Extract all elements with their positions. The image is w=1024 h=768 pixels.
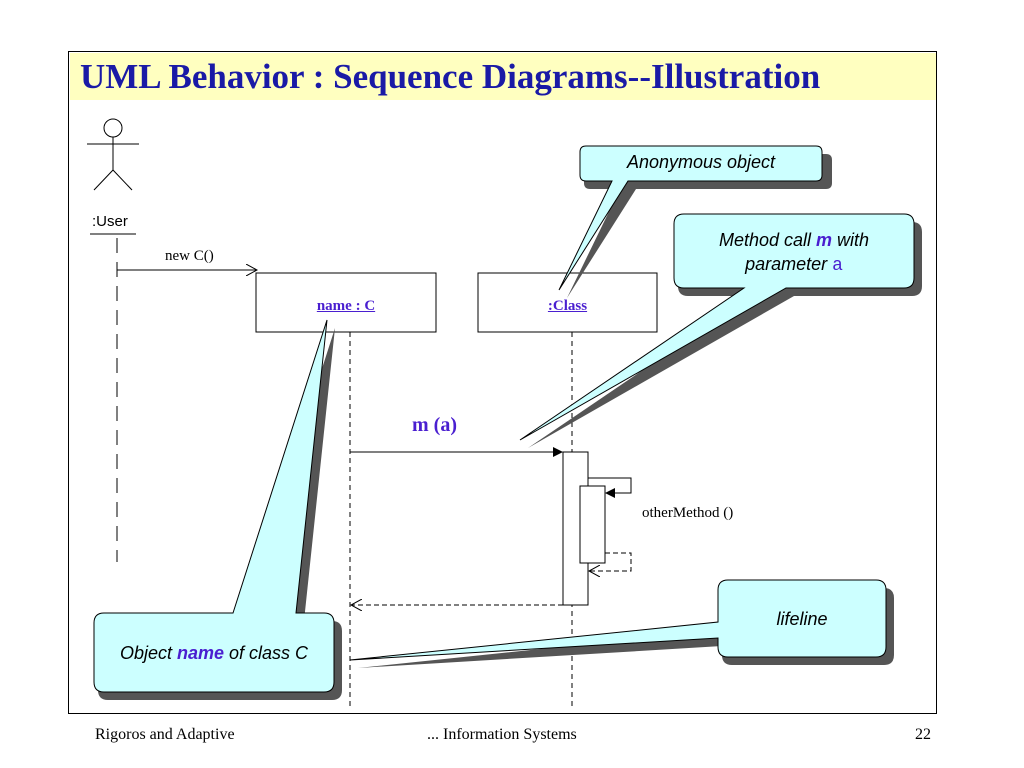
callout-method-call-param: a	[832, 256, 843, 276]
callout-lifeline	[349, 579, 894, 668]
call-message-label: m (a)	[412, 414, 457, 436]
self-message-label: otherMethod ()	[642, 505, 734, 521]
footer-left: Rigoros and Adaptive	[95, 726, 235, 743]
callout-anonymous-object-text: Anonymous object	[626, 152, 776, 172]
nested-activation-bar	[579, 485, 606, 564]
object-box-anonymous	[477, 272, 658, 333]
self-return-arrow	[589, 552, 632, 571]
actor-label: :User	[92, 213, 128, 230]
title-band	[70, 53, 936, 100]
footer-page-number: 22	[915, 726, 931, 743]
callout-object-name	[93, 319, 342, 700]
callout-method-call-prefix: Method call	[718, 230, 817, 250]
callout-method-call-text: Method call m with parameter a	[676, 228, 912, 278]
actor-icon	[87, 118, 139, 191]
callout-anonymous-object	[558, 145, 832, 298]
callout-object-name-text: Object name of class C	[96, 643, 332, 664]
callout-lifeline-text: lifeline	[776, 609, 828, 629]
callout-method-call-param-prefix: parameter	[745, 254, 833, 274]
footer-center: ... Information Systems	[427, 726, 577, 743]
callout-object-name-word: name	[176, 643, 225, 663]
slide-title: UML Behavior : Sequence Diagrams--Illust…	[80, 57, 821, 96]
callout-method-call-mid: with	[832, 230, 870, 250]
callout-object-name-suffix: of class C	[224, 643, 309, 663]
object-box-named	[255, 272, 437, 333]
named-object-label: name : C	[316, 298, 376, 314]
self-message-arrow	[588, 477, 632, 498]
slide-frame	[68, 51, 937, 714]
callout-method-call-name: m	[816, 230, 833, 250]
callout-object-name-prefix: Object	[119, 643, 177, 663]
anonymous-object-label: :Class	[547, 298, 588, 314]
callout-method-call	[519, 213, 922, 448]
create-message-label: new C()	[165, 248, 214, 264]
